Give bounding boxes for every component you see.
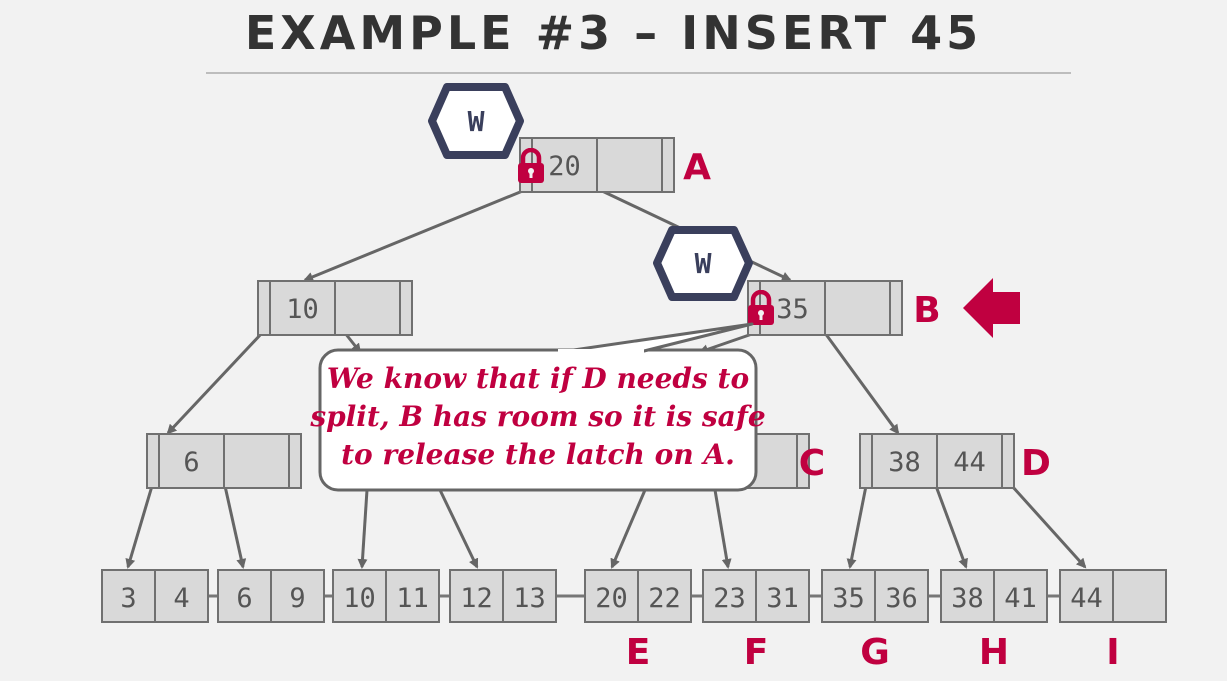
leaf-key: 11 — [396, 583, 429, 614]
leaf-key: 31 — [766, 583, 799, 614]
leaf-key: 6 — [236, 583, 252, 614]
tree-edge — [125, 485, 154, 569]
leaf-label-f: F — [744, 632, 769, 673]
node-label-b: B — [913, 290, 940, 331]
tree-edge — [846, 485, 868, 569]
leaf-key: 12 — [460, 583, 493, 614]
node-key: 38 — [888, 447, 921, 478]
node-key: 6 — [183, 447, 199, 478]
leaf-label-h: H — [979, 632, 1009, 673]
tree-edge — [1010, 484, 1087, 569]
leaf-key: 36 — [885, 583, 918, 614]
callout-line-3: to release the latch on A. — [341, 438, 735, 471]
inner-node: 10 — [257, 280, 413, 336]
leaf-node: 12 13 — [449, 569, 557, 623]
tree-edge — [713, 489, 732, 569]
leaf-key: 4 — [173, 583, 189, 614]
leaf-label-i: I — [1106, 632, 1119, 673]
inner-node: 6 — [146, 433, 302, 489]
leaf-key: 35 — [832, 583, 865, 614]
node-label-c: C — [799, 443, 825, 484]
node-label-a: A — [683, 147, 711, 188]
leaf-key: 38 — [951, 583, 984, 614]
leaf-key: 10 — [343, 583, 376, 614]
callout-line-1: We know that if D needs to — [327, 362, 749, 395]
leaf-key: 22 — [648, 583, 681, 614]
tree-edge — [166, 331, 264, 435]
leaf-node-f: 23 31F — [702, 569, 810, 673]
leaf-key: 9 — [289, 583, 305, 614]
callout-bubble: We know that if D needs to split, B has … — [309, 322, 766, 492]
node-key: 20 — [548, 151, 581, 182]
node-key: 44 — [953, 447, 986, 478]
leaf-node: 10 11 — [332, 569, 440, 623]
leaf-key: 41 — [1004, 583, 1037, 614]
tree-edge — [357, 489, 369, 569]
inner-node-d: 38 44 D — [859, 433, 1051, 489]
tree-edge — [934, 485, 968, 569]
tree-edge — [438, 489, 479, 569]
latch-w-b: W — [653, 226, 753, 301]
tree-edge — [303, 188, 526, 282]
node-key: 10 — [286, 294, 319, 325]
leaf-key: 3 — [120, 583, 136, 614]
page-title: EXAMPLE #3 – INSERT 45 — [244, 6, 983, 60]
title-divider — [206, 72, 1071, 74]
inner-node-b: 35 B — [747, 280, 941, 336]
tree-edge — [610, 489, 647, 569]
node-key: 35 — [776, 294, 809, 325]
leaf-key: 20 — [595, 583, 628, 614]
leaf-node-h: 38 41H — [940, 569, 1048, 673]
latch-w-a-label: W — [468, 105, 485, 138]
leaf-node-e: 20 22E — [584, 569, 692, 673]
leaf-key: 23 — [713, 583, 746, 614]
leaf-label-e: E — [626, 632, 651, 673]
inner-node-a: 20 A — [519, 137, 711, 193]
leaf-node-i: 44I — [1059, 569, 1167, 673]
tree-edge — [823, 332, 900, 435]
callout-line-2: split, B has room so it is safe — [309, 400, 765, 433]
leaf-node-g: 35 36G — [821, 569, 929, 673]
latch-w-b-label: W — [695, 247, 712, 280]
node-label-d: D — [1021, 443, 1051, 484]
leaf-key: 44 — [1070, 583, 1103, 614]
latch-w-a: W — [428, 83, 524, 159]
left-arrow-icon — [963, 278, 1020, 338]
tree-edge — [223, 485, 247, 569]
leaf-label-g: G — [860, 632, 890, 673]
leaf-key: 13 — [513, 583, 546, 614]
